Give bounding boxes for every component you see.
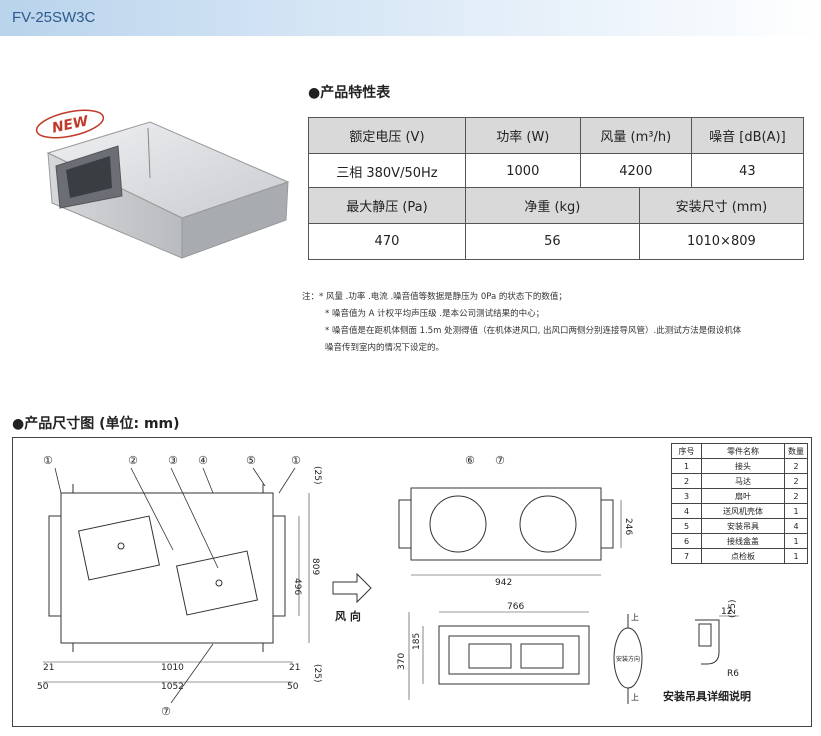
- spec-value-install-size: 1010×809: [638, 223, 805, 260]
- drawing-svg: ① ② ③ ④ ⑤ ① ⑥ ⑦ ⑦ 21 50 1010 1052 21 50 …: [37, 454, 751, 718]
- spec-value-airflow: 4200: [579, 153, 692, 190]
- plan-view: [43, 467, 310, 704]
- spec-value-power: 1000: [464, 153, 581, 190]
- dim-25b: (25): [312, 664, 322, 682]
- dim-1010: 1010: [161, 663, 184, 673]
- callout-3: ③: [168, 454, 178, 467]
- part-name: 安装吊具: [701, 518, 785, 534]
- dim-809: 809: [310, 558, 320, 575]
- part-no: 5: [671, 518, 702, 534]
- spec-header-install-size: 安装尺寸 (mm): [638, 187, 805, 224]
- header-bar: FV-25SW3C: [0, 0, 821, 36]
- dim-21b: 21: [289, 663, 300, 673]
- dim-496: 496: [292, 578, 302, 595]
- part-qty: 2: [784, 458, 808, 474]
- part-no: 3: [671, 488, 702, 504]
- part-qty: 1: [784, 533, 808, 549]
- part-name: 扇叶: [701, 488, 785, 504]
- dim-185: 185: [412, 633, 422, 650]
- dim-766: 766: [507, 602, 524, 612]
- dim-21a: 21: [43, 663, 54, 673]
- note-line: * 噪音值是在距机体侧面 1.5m 处测得值（在机体进风口, 出风口两侧分别连接…: [325, 326, 742, 336]
- part-qty: 4: [784, 518, 808, 534]
- up-label-top: 上: [631, 613, 639, 622]
- spec-title: ●产品特性表: [308, 85, 391, 101]
- side-view: [408, 611, 590, 700]
- callout-7: ⑦: [495, 454, 505, 467]
- part-name: 接线盒盖: [701, 533, 785, 549]
- part-no: 7: [671, 548, 702, 564]
- callout-7b: ⑦: [161, 705, 171, 718]
- part-name: 接头: [701, 458, 785, 474]
- parts-header-name: 零件名称: [701, 443, 785, 459]
- hanger-caption: 安装吊具详细说明: [663, 689, 751, 703]
- part-no: 6: [671, 533, 702, 549]
- dim-370: 370: [397, 653, 407, 670]
- callout-1b: ①: [291, 454, 301, 467]
- part-qty: 2: [784, 488, 808, 504]
- spec-header-static-pressure: 最大静压 (Pa): [308, 187, 466, 224]
- dim-25a: (25): [312, 466, 322, 484]
- part-qty: 1: [784, 503, 808, 519]
- callout-2: ②: [128, 454, 138, 467]
- dim-50b: 50: [287, 682, 299, 692]
- part-name: 点检板: [701, 548, 785, 564]
- spec-value-noise: 43: [690, 153, 805, 190]
- dim-r6: R6: [727, 669, 739, 679]
- wind-direction-label: 风 向: [335, 609, 361, 623]
- spec-value-voltage: 三相 380V/50Hz: [308, 153, 466, 190]
- install-direction-icon: [613, 614, 643, 704]
- note-line: 噪音传到室内的情况下设定的。: [325, 343, 445, 353]
- part-name: 送风机壳体: [701, 503, 785, 519]
- dim-12: 12: [721, 607, 732, 617]
- hanger-detail: [695, 615, 739, 665]
- dim-1052: 1052: [161, 682, 184, 692]
- spec-table: 额定电压 (V) 功率 (W) 风量 (m³/h) 噪音 [dB(A)] 三相 …: [308, 117, 805, 190]
- drawing-title: ●产品尺寸图 (单位: mm): [12, 416, 180, 432]
- notes: 注：* 风量 .功率 .电流 .噪音值等数据是静压为 0Pa 的状态下的数值； …: [302, 289, 817, 357]
- part-no: 2: [671, 473, 702, 489]
- spec-header-noise: 噪音 [dB(A)]: [690, 117, 805, 154]
- note-line: 注：* 风量 .功率 .电流 .噪音值等数据是静压为 0Pa 的状态下的数值；: [302, 292, 567, 302]
- dim-942: 942: [495, 578, 512, 588]
- part-qty: 1: [784, 548, 808, 564]
- spec-table-2: 最大静压 (Pa) 净重 (kg) 安装尺寸 (mm) 470 56 1010×…: [308, 187, 805, 260]
- new-badge-text: NEW: [51, 113, 91, 136]
- product-image: NEW: [35, 109, 290, 259]
- part-no: 4: [671, 503, 702, 519]
- note-line: * 噪音值为 A 计权平均声压级 .是本公司测试结果的中心；: [325, 309, 545, 319]
- wind-arrow-icon: [332, 572, 372, 604]
- dim-50a: 50: [37, 682, 49, 692]
- dim-25c: (25): [728, 600, 738, 618]
- callout-6: ⑥: [465, 454, 475, 467]
- spec-header-power: 功率 (W): [464, 117, 581, 154]
- part-name: 马达: [701, 473, 785, 489]
- spec-header-voltage: 额定电压 (V): [308, 117, 466, 154]
- model-code: FV-25SW3C: [12, 9, 96, 26]
- front-view: [398, 487, 622, 576]
- parts-header-qty: 数量: [784, 443, 808, 459]
- spec-header-weight: 净重 (kg): [464, 187, 640, 224]
- callout-4: ④: [198, 454, 208, 467]
- dim-246: 246: [623, 518, 633, 535]
- part-qty: 2: [784, 473, 808, 489]
- callout-5: ⑤: [246, 454, 256, 467]
- spec-value-weight: 56: [464, 223, 640, 260]
- part-no: 1: [671, 458, 702, 474]
- parts-header-no: 序号: [671, 443, 702, 459]
- new-badge-icon: [35, 109, 105, 139]
- callout-1: ①: [43, 454, 53, 467]
- spec-header-airflow: 风量 (m³/h): [579, 117, 692, 154]
- install-direction-label: 安装方向: [616, 655, 640, 663]
- spec-value-static-pressure: 470: [308, 223, 466, 260]
- up-label-bottom: 上: [631, 693, 639, 702]
